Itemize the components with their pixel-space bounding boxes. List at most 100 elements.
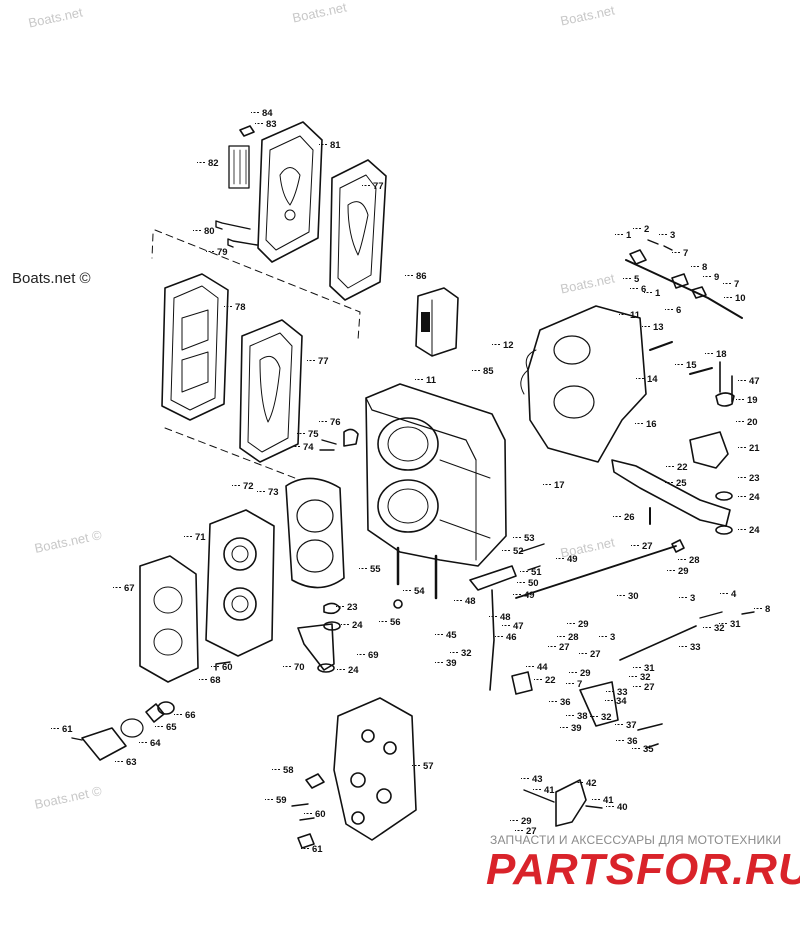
callout-label-46: 46 [506,632,517,643]
callout-label-35: 35 [643,744,654,755]
callout-label-33: 33 [690,642,701,653]
callout-label-3: 3 [670,230,675,241]
callout-label-18: 18 [716,349,727,360]
callout-label-27: 27 [642,541,653,552]
callout-label-4: 4 [731,589,737,600]
callout-label-23: 23 [749,473,760,484]
callout-label-77: 77 [318,356,329,367]
callout-label-11: 11 [630,310,641,321]
callout-label-49: 49 [567,554,578,565]
callout-label-81: 81 [330,140,341,151]
dashed-group-outline [151,229,361,481]
callout-label-20: 20 [747,417,758,428]
gasket-77-lower [239,319,303,463]
bracket-21 [689,431,729,469]
callout-label-67: 67 [124,583,135,594]
callout-label-6: 6 [676,305,681,316]
callout-label-80: 80 [204,226,215,237]
callout-label-39: 39 [446,658,457,669]
callout-label-51: 51 [531,567,542,578]
callout-label-6: 6 [641,284,646,295]
callout-label-24: 24 [352,620,363,631]
brand-tagline: ЗАПЧАСТИ И АКСЕССУАРЫ ДЛЯ МОТОТЕХНИКИ [490,833,782,847]
callout-label-36: 36 [560,697,571,708]
callout-label-30: 30 [628,591,639,602]
callout-label-32: 32 [601,712,612,723]
callout-label-60: 60 [315,809,326,820]
callout-label-24: 24 [348,665,359,676]
callout-label-36: 36 [627,736,638,747]
callout-label-32: 32 [714,623,725,634]
callout-label-44: 44 [537,662,548,673]
callout-label-10: 10 [735,293,746,304]
seal-66 [157,701,175,715]
callout-label-60: 60 [222,662,233,673]
callout-label-37: 37 [626,720,637,731]
callout-label-12: 12 [503,340,514,351]
callout-label-64: 64 [150,738,161,749]
callout-label-26: 26 [624,512,635,523]
callout-label-78: 78 [235,302,246,313]
callout-label-33: 33 [617,687,628,698]
crankcase-11 [365,383,507,567]
screw-79 [227,238,258,248]
bracket-42 [555,779,587,827]
callout-label-11: 11 [426,375,437,386]
callout-label-40: 40 [617,802,628,813]
callout-label-7: 7 [734,279,739,290]
callout-label-31: 31 [644,663,655,674]
bracket-70 [297,623,335,671]
callout-label-29: 29 [580,668,591,679]
callout-label-56: 56 [390,617,401,628]
callout-label-61: 61 [62,724,73,735]
callout-label-7: 7 [683,248,688,259]
callout-label-16: 16 [646,419,657,430]
mount-23 [323,602,341,615]
studs-55-54 [396,546,438,600]
callout-label-38: 38 [577,711,588,722]
cylinder-head-71 [205,509,275,657]
gasket-67 [139,555,199,683]
crankcase-half-12 [520,305,647,463]
callout-label-27: 27 [526,826,537,837]
screw-83 [239,125,255,137]
callout-label-27: 27 [590,649,601,660]
callout-label-50: 50 [528,578,539,589]
callout-label-32: 32 [461,648,472,659]
callout-label-19: 19 [747,395,758,406]
callout-label-55: 55 [370,564,381,575]
fitting-76 [343,428,359,447]
callout-label-85: 85 [483,366,494,377]
callout-label-28: 28 [568,632,579,643]
callout-label-15: 15 [686,360,697,371]
callout-label-34: 34 [616,696,627,707]
callout-label-39: 39 [571,723,582,734]
callout-label-63: 63 [126,757,137,768]
callout-label-86: 86 [416,271,427,282]
callout-label-29: 29 [578,619,589,630]
callout-label-32: 32 [640,672,651,683]
callout-label-74: 74 [303,442,314,453]
link-rod-33 [619,625,697,661]
clip-82 [228,145,250,189]
washer-56 [393,599,403,609]
gasket-64 [120,718,144,738]
callout-label-42: 42 [586,778,597,789]
screw-80 [215,220,251,230]
callout-label-24: 24 [749,492,760,503]
callout-label-17: 17 [554,480,565,491]
callout-label-49: 49 [524,590,535,601]
inner-cover-78 [161,273,229,421]
callout-label-47: 47 [513,621,524,632]
sender-58 [305,773,325,789]
callout-label-28: 28 [689,555,700,566]
callout-label-43: 43 [532,774,543,785]
gasket-77-upper [329,159,387,301]
bracket-44 [511,671,533,695]
callout-label-66: 66 [185,710,196,721]
callout-label-84: 84 [262,108,273,119]
callout-label-22: 22 [677,462,688,473]
callout-label-72: 72 [243,481,254,492]
mount-19 [715,392,735,407]
